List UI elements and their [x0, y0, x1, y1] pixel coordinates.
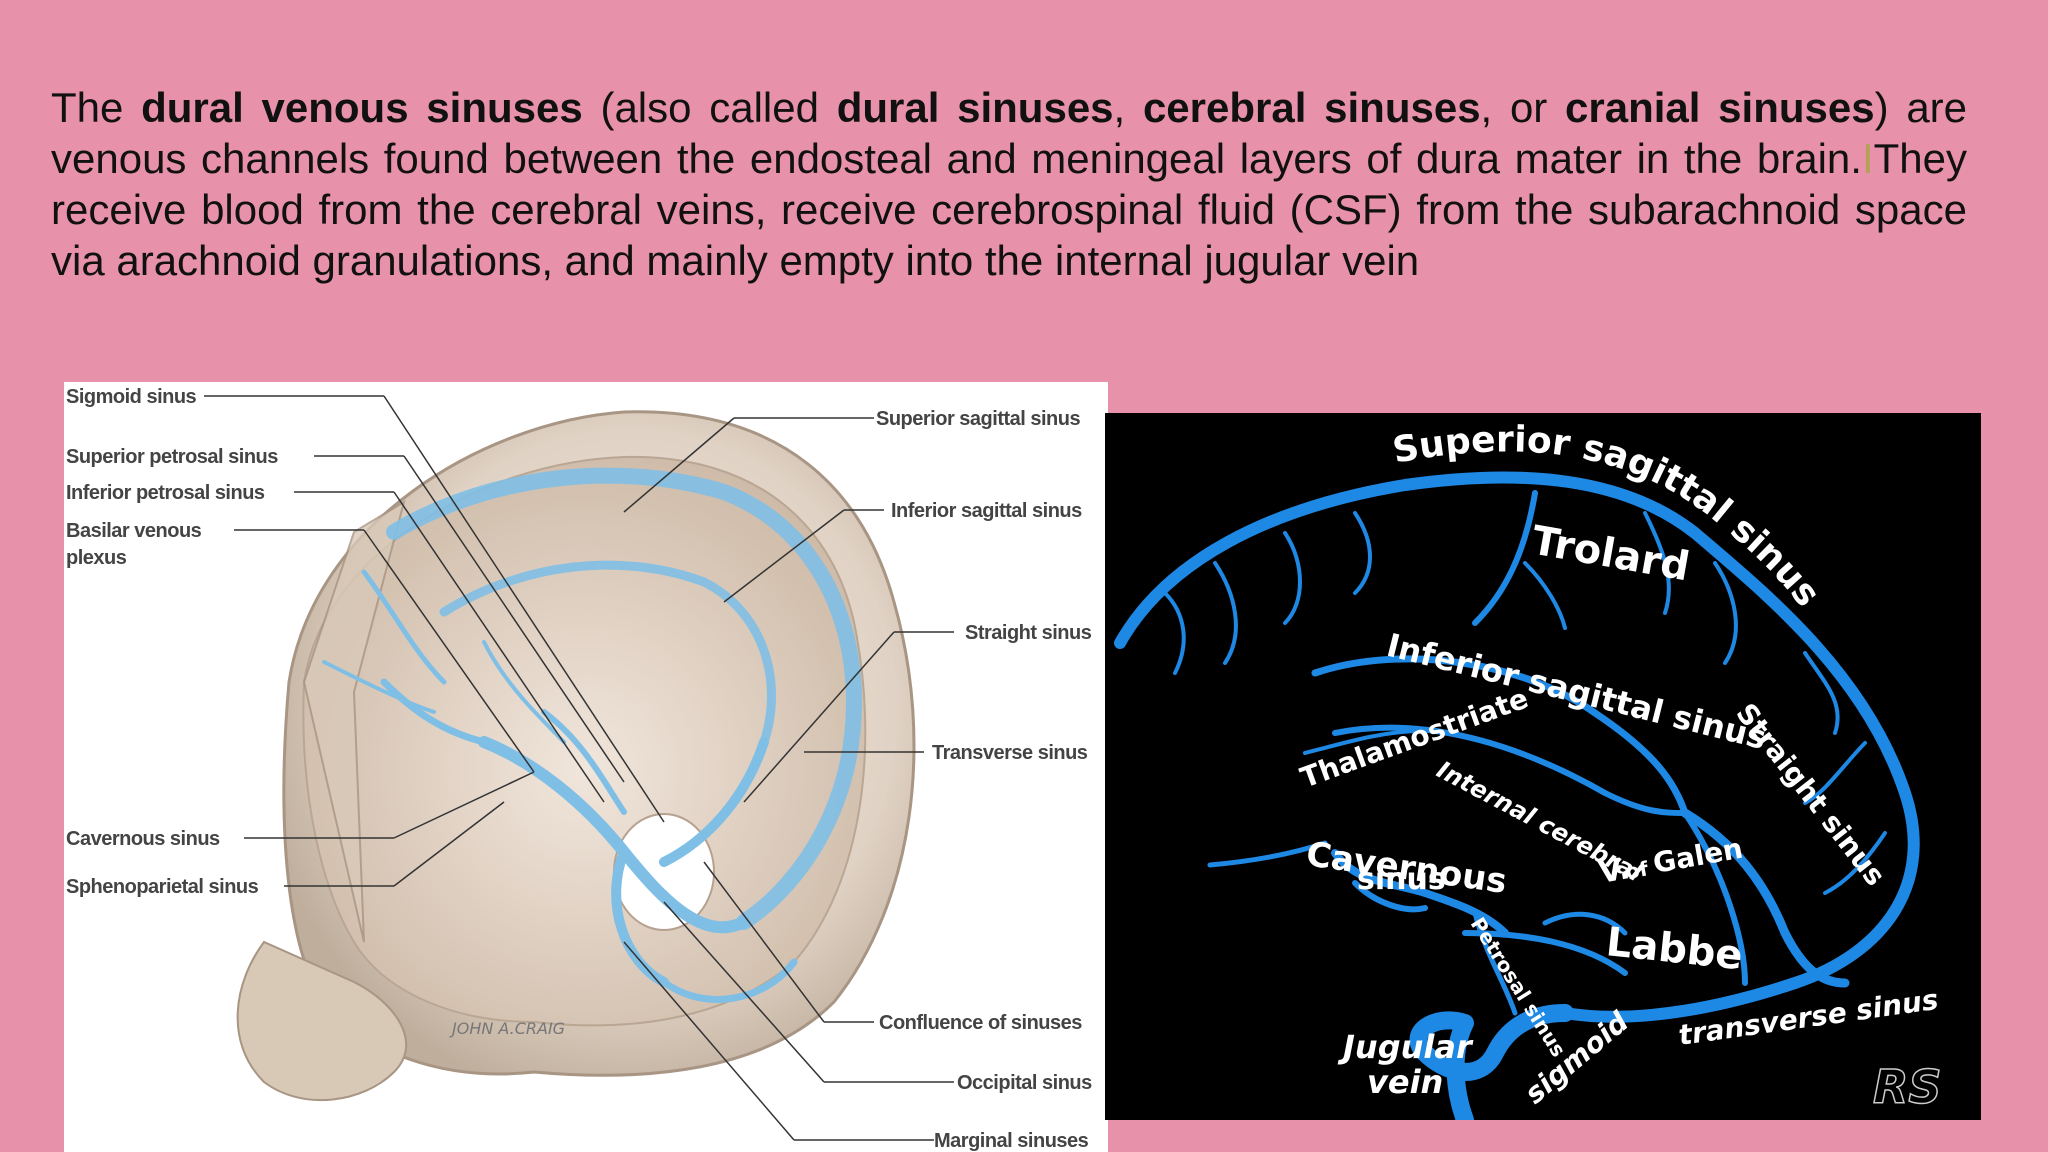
term-dural-sinuses: dural sinuses — [836, 84, 1114, 131]
label-inferior-petrosal-sinus: Inferior petrosal sinus — [66, 482, 265, 504]
term-cranial-sinuses: cranial sinuses — [1565, 84, 1875, 131]
skull-illustration-svg: Sigmoid sinus Superior petrosal sinus In… — [66, 386, 1093, 1152]
intro-paragraph: The dural venous sinuses (also called du… — [51, 82, 1967, 286]
label-galen: Galen — [1650, 832, 1745, 880]
label-straight-sinus: Straight sinus — [965, 622, 1092, 644]
venous-diagram-svg: Superior sagittal sinus Trolard Inferior… — [1114, 419, 1942, 1120]
label-superior-petrosal-sinus: Superior petrosal sinus — [66, 446, 278, 468]
intro-text-2: (also called — [582, 84, 837, 131]
label-confluence-of-sinuses: Confluence of sinuses — [879, 1012, 1082, 1034]
label-vein: vein — [1367, 1063, 1443, 1101]
label-marginal-sinuses: Marginal sinuses — [934, 1130, 1089, 1152]
label-straight-sinus-right: Straight sinus — [1729, 697, 1892, 892]
intro-text-6: They receive blood from the cerebral vei… — [51, 135, 1967, 284]
intro-text-4: , or — [1480, 84, 1566, 131]
term-dural-venous-sinuses: dural venous sinuses — [141, 84, 583, 131]
label-transverse-sinus: Transverse sinus — [932, 742, 1088, 764]
label-sphenoparietal-sinus: Sphenoparietal sinus — [66, 876, 259, 898]
label-cavernous-sinus: Cavernous sinus — [66, 828, 220, 850]
illustrator-signature: JOHN A.CRAIG — [449, 1019, 565, 1038]
label-of: of — [1624, 856, 1651, 884]
label-plexus: plexus — [66, 547, 127, 569]
label-inferior-sagittal-sinus: Inferior sagittal sinus — [891, 500, 1082, 522]
skull-sinus-illustration: Sigmoid sinus Superior petrosal sinus In… — [64, 382, 1108, 1152]
vein-network — [1114, 471, 1920, 1120]
label-sigmoid-sinus: Sigmoid sinus — [66, 386, 197, 408]
label-occipital-sinus: Occipital sinus — [957, 1072, 1092, 1094]
intro-text-1: The — [51, 84, 142, 131]
foramen-magnum — [613, 813, 715, 931]
label-basilar-venous: Basilar venous — [66, 520, 202, 542]
rs-watermark: RS — [1873, 1060, 1942, 1114]
label-trolard: Trolard — [1528, 518, 1693, 591]
label-v: V. — [1596, 851, 1632, 891]
venous-sinus-diagram: Superior sagittal sinus Trolard Inferior… — [1105, 413, 1981, 1120]
label-transverse-sinus-right: transverse sinus — [1676, 983, 1940, 1052]
text-cursor-icon: I — [1861, 135, 1874, 182]
term-cerebral-sinuses: cerebral sinuses — [1142, 84, 1481, 131]
leader-lines — [204, 395, 954, 1141]
label-jugular: Jugular — [1337, 1028, 1474, 1066]
label-superior-sagittal-sinus: Superior sagittal sinus — [876, 408, 1080, 430]
label-thalamostriate: Thalamostriate — [1296, 682, 1532, 795]
skull-base — [236, 940, 408, 1102]
label-sinus: sinus — [1357, 862, 1446, 897]
intro-text-5: ) are venous channels found between the … — [51, 84, 1968, 182]
intro-text-3: , — [1113, 84, 1143, 131]
